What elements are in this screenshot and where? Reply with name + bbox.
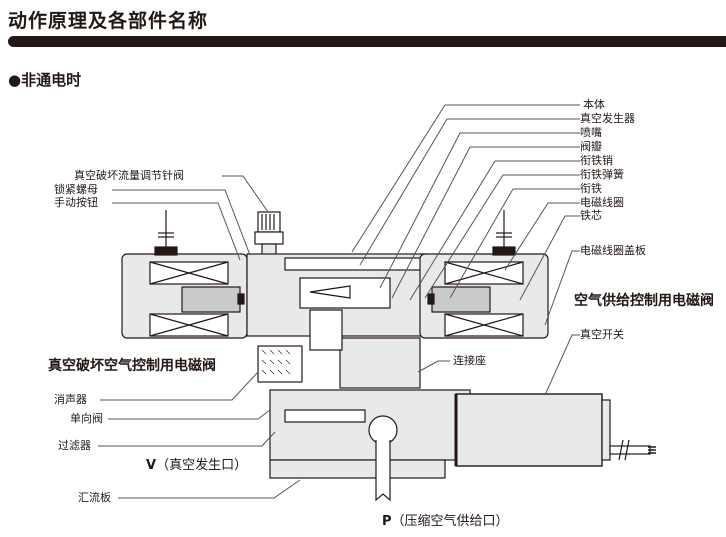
vacuum-port-channel: [284, 409, 366, 423]
callout-body: 本体: [583, 98, 605, 111]
callout-break-needle-valve: 真空破坏流量调节针阀: [74, 169, 184, 182]
upper-channel: [284, 257, 426, 271]
pressure-port-text: （压缩空气供给口）: [391, 514, 509, 529]
left-coil-bottom-winding: [149, 313, 229, 337]
callout-iron-core: 铁芯: [580, 209, 602, 222]
pressure-ball-chamber: [368, 415, 398, 445]
title-divider: [8, 36, 726, 47]
callout-filter: 过滤器: [58, 439, 91, 452]
right-coil-top-winding: [444, 261, 524, 285]
vacuum-port-text: （真空发生口）: [156, 458, 248, 473]
connector-block: [339, 337, 421, 389]
left-coil-top-winding: [149, 261, 229, 285]
vacuum-switch-cap: [601, 399, 611, 461]
callout-nozzle: 喷嘴: [580, 126, 602, 139]
callout-connector-base: 连接座: [453, 354, 486, 367]
nozzle: [309, 285, 351, 299]
callout-valve-flap: 阀瓣: [580, 140, 602, 153]
supply-valve-label: 空气供给控制用电磁阀: [574, 293, 714, 309]
page-title: 动作原理及各部件名称: [8, 10, 209, 32]
break-valve-label: 真空破坏空气控制用电磁阀: [48, 358, 216, 374]
callout-armature-spring: 衔铁弹簧: [580, 168, 624, 181]
lock-nut-body: [254, 231, 284, 245]
pressure-port-arrow: [375, 440, 391, 502]
right-coil-bottom-winding: [444, 313, 524, 337]
right-plug-base: [492, 246, 516, 256]
valve-block: [309, 309, 343, 351]
callout-lock-nut: 锁紧螺母: [54, 183, 98, 196]
callout-silencer: 消声器: [54, 393, 87, 406]
callout-solenoid-coil: 电磁线圈: [580, 196, 624, 209]
manifold-plate: [269, 459, 446, 479]
left-armature: [181, 286, 241, 313]
callout-armature: 衔铁: [580, 182, 602, 195]
silencer-block: [257, 345, 303, 383]
callout-manual-button: 手动按钮: [54, 196, 98, 209]
left-armature-cap: [237, 293, 245, 305]
right-armature: [431, 286, 491, 313]
callout-manifold: 汇流板: [78, 491, 111, 504]
callout-vacuum-generator: 真空发生器: [580, 112, 635, 125]
section-subtitle: ●非通电时: [8, 71, 82, 89]
needle-valve-knob: [257, 211, 281, 233]
vacuum-switch-cable: [609, 445, 651, 455]
callout-vacuum-switch: 真空开关: [580, 328, 624, 341]
callout-armature-pin: 衔铁销: [580, 154, 613, 167]
callout-coil-cover: 电磁线圈盖板: [580, 244, 646, 257]
pressure-port-letter: P: [382, 514, 392, 529]
vacuum-port-label: V（真空发生口）: [146, 454, 247, 473]
leader-lines: [98, 104, 580, 499]
left-plug-base: [154, 246, 178, 256]
vacuum-port-letter: V: [146, 458, 157, 473]
pressure-port-label: P（压缩空气供给口）: [382, 510, 509, 529]
vacuum-switch-body: [455, 393, 603, 467]
callout-check-valve: 单向阀: [70, 412, 103, 425]
